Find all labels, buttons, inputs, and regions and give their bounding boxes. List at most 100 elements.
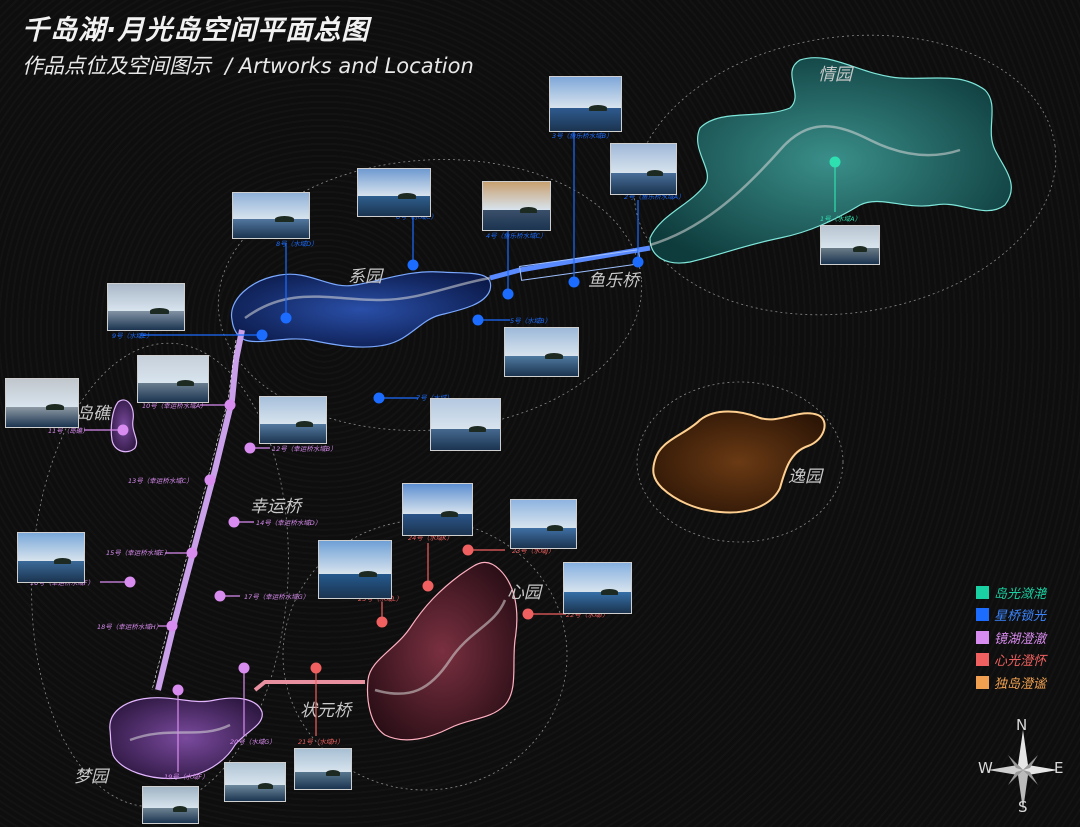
artwork-marker-13[interactable]: 13号（幸运桥水域C） [128,474,216,486]
zone-mengyuan-ellipse [31,342,289,808]
marker-dot[interactable] [632,256,644,268]
photo-island [176,379,194,386]
marker-dot[interactable] [310,662,322,674]
artwork-photo[interactable] [5,378,79,428]
photo-sky [108,284,184,311]
photo-island [173,805,187,812]
marker-label: 2号（鱼乐桥水域A） [624,193,685,201]
artwork-photo[interactable] [402,483,473,536]
marker-dot[interactable] [502,288,514,300]
artwork-marker-5[interactable]: 5号（水域B） [472,314,552,326]
artwork-photo[interactable] [610,143,677,195]
artwork-marker-10[interactable]: 10号（幸运桥水域A） [142,399,236,411]
marker-dot[interactable] [166,620,178,632]
artwork-photo[interactable] [504,327,579,377]
marker-label: 16号（幸运桥水域F） [30,579,94,587]
photo-sky [505,328,578,356]
marker-dot[interactable] [568,276,580,288]
artwork-marker-23[interactable]: 23号（水域J） [462,544,555,556]
artwork-photo[interactable] [549,76,622,132]
marker-label: 17号（幸运桥水域G） [244,593,309,601]
artwork-marker-16[interactable]: 16号（幸运桥水域F） [30,576,136,588]
artwork-marker-12[interactable]: 12号（幸运桥水域B） [244,442,337,454]
legend-item: 独岛澄谧 [976,671,1046,694]
legend-swatch [976,630,989,644]
marker-dot[interactable] [224,399,236,411]
artwork-marker-21[interactable]: 21号（水域H） [298,662,344,747]
marker-dot[interactable] [186,547,198,559]
artwork-photo[interactable] [318,540,392,599]
artwork-marker-25[interactable]: 25号（水域L） [358,595,402,628]
photo-island [258,782,273,789]
photo-water [550,108,621,131]
island-mengyuan [109,697,263,780]
marker-label: 21号（水域H） [298,738,344,746]
artwork-photo[interactable] [137,355,209,403]
artwork-marker-8[interactable]: 8号（水域D） [276,240,318,324]
artwork-photo[interactable] [563,562,632,614]
artwork-marker-24[interactable]: 24号（水域K） [408,534,453,592]
photo-island [468,425,487,432]
photo-island [545,352,564,359]
artwork-marker-6[interactable]: 6号（水域C） [396,213,437,271]
marker-label: 20号（水域G） [230,738,276,746]
marker-dot[interactable] [373,392,385,404]
artwork-marker-4[interactable]: 4号（鱼乐桥水域C） [486,230,547,300]
artwork-photo[interactable] [232,192,310,239]
marker-dot[interactable] [472,314,484,326]
artwork-marker-15[interactable]: 15号（幸运桥水域E） [106,547,198,559]
marker-dot[interactable] [522,608,534,620]
marker-label: 25号（水域L） [358,595,402,603]
artwork-marker-18[interactable]: 18号（幸运桥水域H） [97,620,178,632]
photo-water [108,310,184,330]
artwork-marker-9[interactable]: 9号（水域E） [112,329,268,341]
marker-dot[interactable] [124,576,136,588]
photo-sky [403,484,472,514]
artwork-marker-17[interactable]: 17号（幸运桥水域G） [214,590,310,602]
marker-dot[interactable] [280,312,292,324]
artwork-markers: 1号（水域A） 2号（鱼乐桥水域A） 3号（鱼乐桥水域B）4号（鱼乐桥水域C） 5号（… [30,132,861,781]
marker-label: 18号（幸运桥水域H） [97,623,162,631]
walking-paths [129,125,961,742]
marker-dot[interactable] [228,516,240,528]
marker-dot[interactable] [172,684,184,696]
artwork-marker-22[interactable]: 22号（水域I） [522,608,609,620]
marker-dot[interactable] [407,259,419,271]
marker-dot[interactable] [214,590,226,602]
artwork-marker-2[interactable]: 2号（鱼乐桥水域A） [624,193,685,268]
artwork-marker-1[interactable]: 1号（水域A） [820,156,861,224]
legend-swatch [976,675,989,689]
artwork-photo[interactable] [17,532,85,583]
artwork-photo[interactable] [482,181,551,231]
marker-dot[interactable] [256,329,268,341]
compass-rose: N S E W [978,716,1068,820]
marker-dot[interactable] [462,544,474,556]
artwork-photo[interactable] [357,168,431,217]
artwork-photo[interactable] [142,786,199,824]
artwork-photo[interactable] [107,283,185,331]
artwork-marker-3[interactable]: 3号（鱼乐桥水域B） [552,132,613,288]
marker-dot[interactable] [238,662,250,674]
legend-swatch [976,608,989,622]
marker-dot[interactable] [829,156,841,168]
marker-label: 9号（水域E） [112,332,153,340]
artwork-marker-19[interactable]: 19号（水域F） [164,684,209,782]
artwork-photo[interactable] [294,748,352,790]
artwork-marker-14[interactable]: 14号（幸运桥水域D） [228,516,322,528]
zone-boundaries [31,34,1057,808]
artwork-photo[interactable] [259,396,327,444]
marker-dot[interactable] [244,442,256,454]
photo-water [295,772,351,789]
marker-dot[interactable] [422,580,434,592]
artwork-photo[interactable] [430,398,501,451]
marker-dot[interactable] [117,424,129,436]
marker-dot[interactable] [204,474,216,486]
artwork-marker-11[interactable]: 11号（岛礁） [48,424,129,436]
artwork-photo[interactable] [224,762,286,802]
artwork-photo[interactable] [820,225,880,265]
artwork-marker-20[interactable]: 20号（水域G） [230,662,276,747]
area-label-mengyuan: 梦园 [74,767,111,787]
marker-dot[interactable] [376,616,388,628]
artwork-photo[interactable] [510,499,577,549]
island-xiyuan [231,271,492,348]
